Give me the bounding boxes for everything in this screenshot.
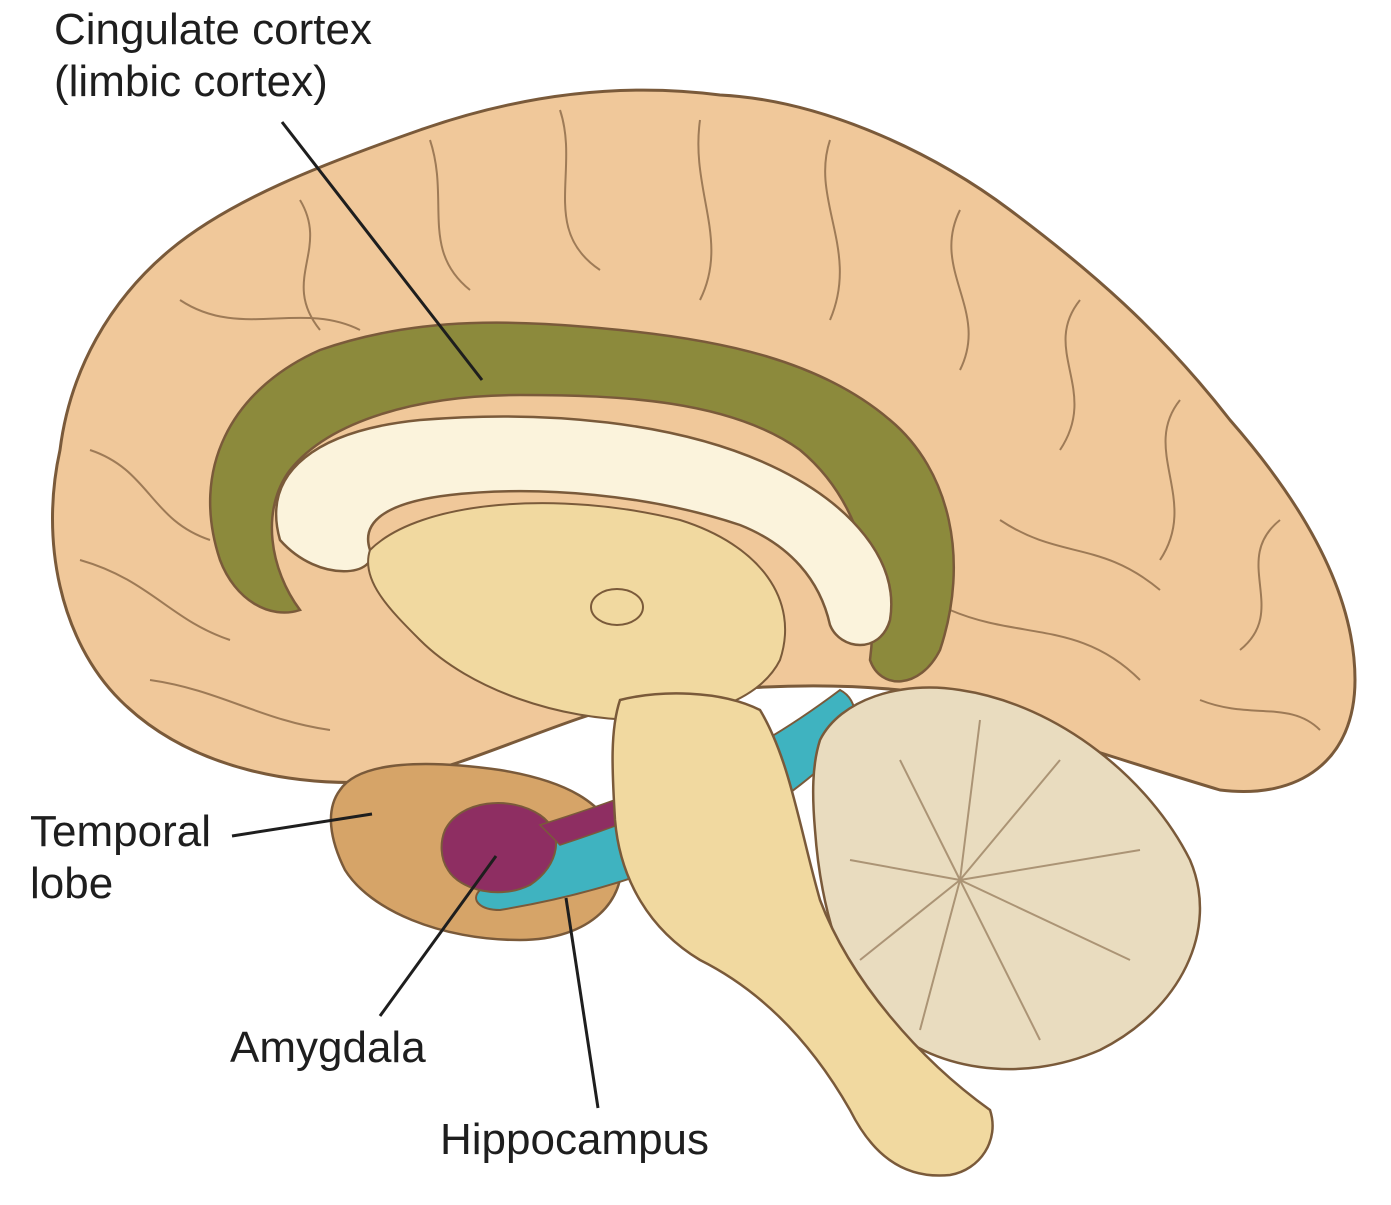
cingulate-label-line1: Cingulate cortex [54, 5, 372, 54]
cerebellum [811, 686, 1202, 1071]
brainstem [611, 692, 994, 1177]
temporal-lobe-label: Temporal lobe [30, 806, 211, 910]
temporal-label-line2: lobe [30, 859, 114, 908]
hippocampus-label: Hippocampus [440, 1115, 710, 1164]
cingulate-cortex [208, 321, 955, 683]
interthalamic-adhesion [590, 588, 644, 626]
amygdala-pointer-line [378, 855, 498, 1017]
amygdala-label: Amygdala [230, 1023, 426, 1072]
temporal-pointer-line [231, 812, 373, 838]
hippocampus-pointer-line [564, 897, 600, 1109]
cingulate-label-line2: (limbic cortex) [54, 57, 328, 106]
arbor-vitae [849, 719, 1141, 1041]
thalamus [367, 502, 786, 722]
amygdala [440, 802, 557, 894]
corpus-callosum [274, 415, 893, 647]
gyri-lines [79, 109, 1321, 731]
temporal-label-line1: Temporal [30, 807, 211, 856]
cingulate-cortex-label: Cingulate cortex (limbic cortex) [54, 4, 372, 108]
cingulate-pointer-line [280, 121, 484, 381]
